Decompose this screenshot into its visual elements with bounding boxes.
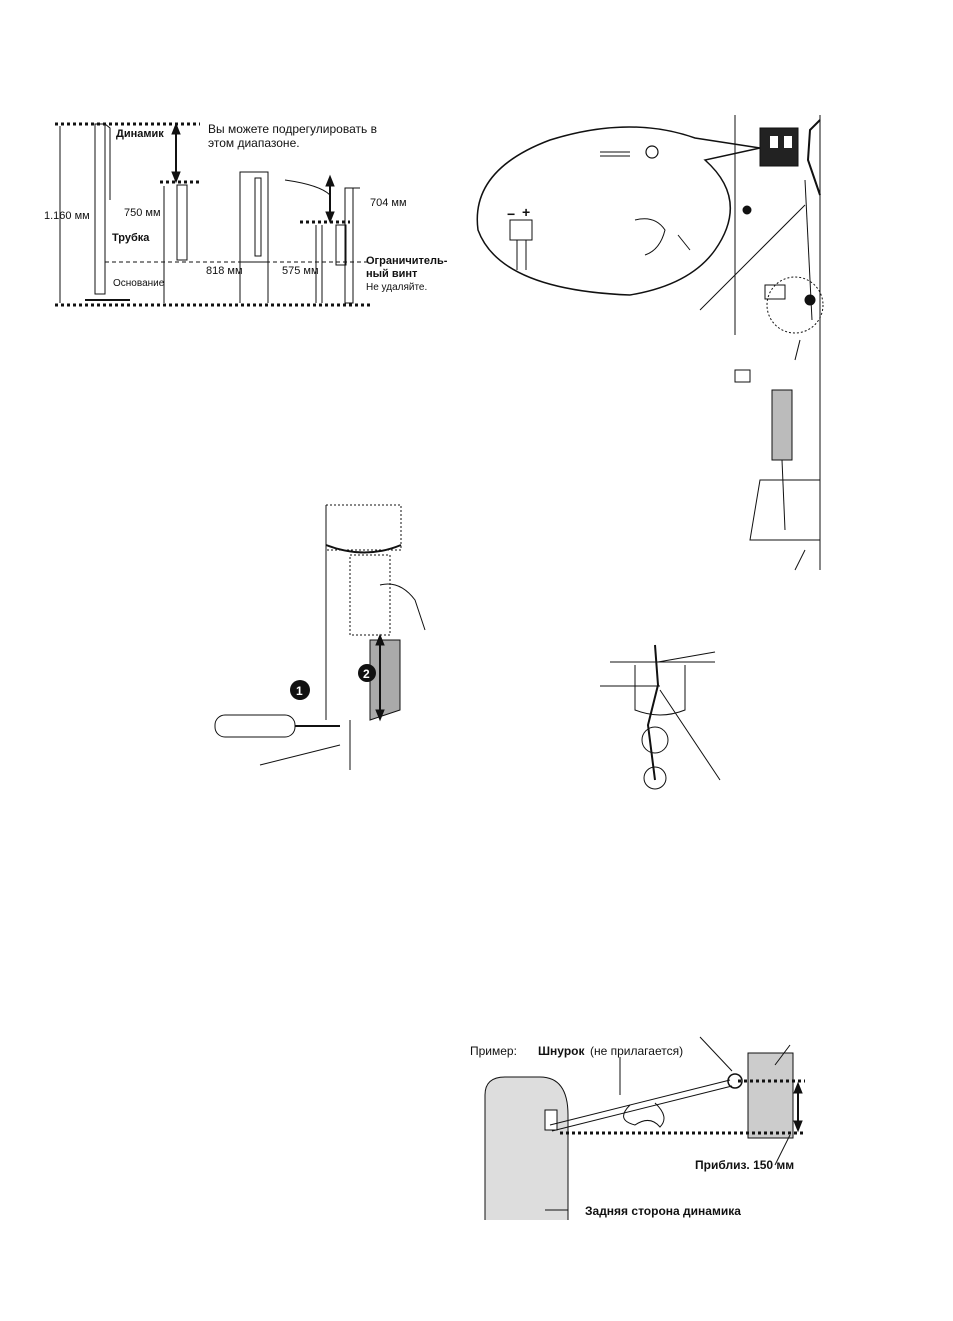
base-label: Основание xyxy=(113,278,164,290)
terminal-plus-label: + xyxy=(522,204,530,221)
svg-text:1: 1 xyxy=(296,684,303,698)
limit-screw-label-line1: Ограничитель- xyxy=(366,255,447,268)
do-not-remove-label: Не удаляйте. xyxy=(366,282,427,294)
approx-distance-label: Приблиз. 150 мм xyxy=(695,1158,794,1172)
height-750-label: 750 мм xyxy=(124,207,161,220)
cable-clip-drawing xyxy=(590,640,730,790)
wiring-diagram: − + xyxy=(460,100,860,580)
height-818-label: 818 мм xyxy=(206,265,243,278)
rear-side-label: Задняя сторона динамика xyxy=(585,1204,741,1218)
tube-label: Трубка xyxy=(112,232,149,245)
screwdriver-diagram: 1 2 xyxy=(200,490,460,780)
adjust-note-line2: этом диапазоне. xyxy=(208,136,300,150)
terminal-minus-label: − xyxy=(507,206,515,223)
svg-text:2: 2 xyxy=(363,667,370,681)
limit-screw-label-line2: ный винт xyxy=(366,268,417,281)
cord-diagram: Пример: Шнурок (не прилагается) Приблиз.… xyxy=(460,1035,820,1230)
adjust-note-line1: Вы можете подрегулировать в xyxy=(208,122,377,136)
example-label: Пример: xyxy=(470,1044,517,1058)
screwdriver-drawing: 1 2 xyxy=(200,490,460,780)
not-supplied-label: (не прилагается) xyxy=(590,1044,683,1058)
speaker-label: Динамик xyxy=(116,128,164,141)
total-height-label: 1.160 мм xyxy=(44,210,90,223)
cable-clip-diagram xyxy=(590,640,730,790)
wiring-drawing xyxy=(460,100,860,580)
height-704-label: 704 мм xyxy=(370,197,407,210)
cord-label: Шнурок xyxy=(538,1044,585,1058)
height-575-label: 575 мм xyxy=(282,265,319,278)
height-diagram: Динамик Вы можете подрегулировать в этом… xyxy=(0,0,460,330)
cord-drawing xyxy=(460,1035,820,1230)
